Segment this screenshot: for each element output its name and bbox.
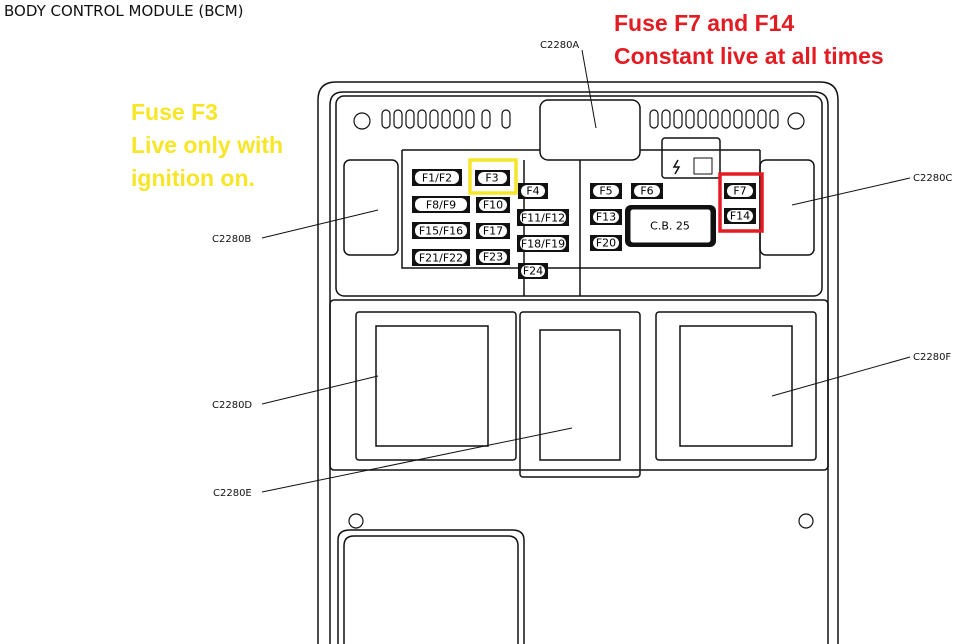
- svg-text:F24: F24: [523, 265, 543, 278]
- svg-text:F23: F23: [483, 251, 503, 264]
- fuse-f5: F5: [590, 183, 622, 199]
- fuse-f1-f2: F1/F2: [412, 169, 462, 186]
- svg-text:F1/F2: F1/F2: [422, 172, 452, 185]
- diagram-title: BODY CONTROL MODULE (BCM): [4, 2, 244, 20]
- label-c2280b: C2280B: [212, 234, 251, 245]
- fuse-info-icon: [672, 157, 713, 175]
- constant-live-note: Constant live at all times: [614, 43, 884, 69]
- svg-text:F4: F4: [526, 185, 539, 198]
- svg-text:F21/F22: F21/F22: [419, 252, 463, 265]
- fuse-f18-f19: F18/F19: [517, 235, 569, 252]
- fuse-f6: F6: [631, 183, 663, 199]
- svg-text:F5: F5: [599, 185, 612, 198]
- fuse-f20: F20: [590, 235, 622, 251]
- constant-live-heading: Fuse F7 and F14: [614, 10, 795, 36]
- svg-text:F14: F14: [730, 210, 750, 223]
- fuse-f3: F3: [475, 170, 510, 186]
- fuse-f11-f12: F11/F12: [517, 209, 569, 226]
- svg-text:F15/F16: F15/F16: [419, 225, 463, 238]
- label-c2280f: C2280F: [913, 352, 951, 363]
- fuse-f8-f9: F8/F9: [412, 196, 470, 213]
- svg-text:F13: F13: [596, 211, 616, 224]
- svg-text:F6: F6: [640, 185, 653, 198]
- svg-text:F18/F19: F18/F19: [521, 238, 565, 251]
- svg-text:F7: F7: [733, 185, 746, 198]
- f7-f14-highlight-box: [718, 172, 764, 233]
- fuse-f23: F23: [476, 249, 510, 265]
- fuse-panel: F1/F2 F3 F4 F8/F9 F10 F11/F12 F15/F16 F1…: [412, 169, 756, 279]
- fuse-f21-f22: F21/F22: [412, 249, 470, 266]
- leader-lines: [261, 49, 911, 493]
- label-c2280c: C2280C: [913, 173, 952, 184]
- svg-text:F11/F12: F11/F12: [521, 212, 565, 225]
- ignition-heading: Fuse F3: [131, 99, 218, 125]
- fuse-f17: F17: [476, 223, 510, 239]
- svg-text:F3: F3: [485, 172, 498, 185]
- circuit-breaker-25: C.B. 25: [625, 205, 716, 247]
- fuse-f15-f16: F15/F16: [412, 222, 470, 239]
- fuse-f10: F10: [476, 197, 510, 213]
- label-c2280a: C2280A: [540, 40, 579, 51]
- svg-text:F10: F10: [483, 199, 503, 212]
- label-c2280d: C2280D: [212, 400, 252, 411]
- svg-text:F20: F20: [596, 237, 616, 250]
- svg-text:F8/F9: F8/F9: [426, 199, 456, 212]
- bcm-housing: [317, 81, 839, 644]
- f3-highlight-box: [468, 158, 518, 195]
- ignition-note-1: Live only with: [131, 132, 284, 158]
- svg-text:C.B. 25: C.B. 25: [650, 220, 690, 233]
- label-c2280e: C2280E: [213, 488, 252, 499]
- fuse-f4: F4: [518, 183, 548, 199]
- fuse-f24: F24: [518, 263, 548, 279]
- housing-rib-holes: [348, 109, 814, 529]
- fuse-f13: F13: [590, 209, 622, 225]
- fuse-f7: F7: [724, 183, 756, 199]
- fuse-f14: F14: [724, 208, 756, 224]
- ignition-note-2: ignition on.: [131, 165, 255, 191]
- svg-text:F17: F17: [483, 225, 503, 238]
